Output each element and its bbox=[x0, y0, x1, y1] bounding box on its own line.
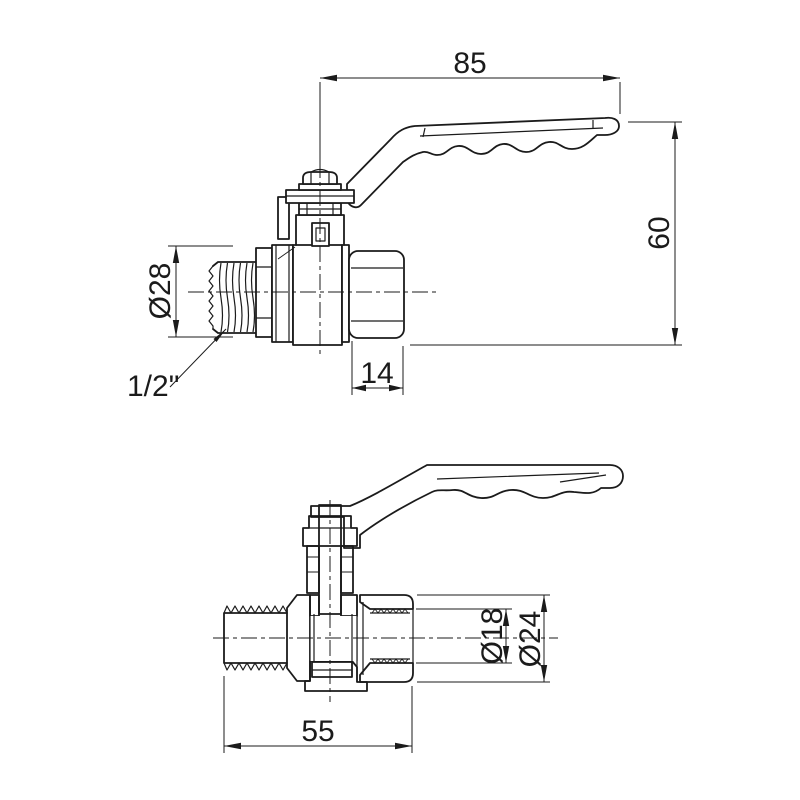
handle bbox=[346, 116, 620, 209]
handle-section bbox=[310, 464, 624, 549]
dim-coupling-length: 14 bbox=[351, 341, 404, 395]
section-view: 55 Ø18 Ø24 bbox=[213, 464, 624, 753]
dim-text-o18: Ø18 bbox=[476, 608, 509, 665]
arrowhead bbox=[352, 384, 366, 392]
gland-ring bbox=[340, 545, 354, 594]
arrowhead bbox=[320, 74, 337, 82]
thread-crest-edge bbox=[208, 265, 214, 329]
arrowhead bbox=[224, 742, 241, 750]
thread-line bbox=[218, 262, 224, 333]
dim-outlet-diameter: Ø24 bbox=[417, 594, 550, 683]
handle-fold-line bbox=[436, 472, 607, 483]
side-view-valve bbox=[188, 116, 620, 356]
outlet-bottom-wall bbox=[359, 662, 414, 683]
thread-line bbox=[244, 262, 250, 333]
thread-size-text: 1/2" bbox=[127, 370, 179, 403]
thread-line bbox=[238, 262, 243, 333]
arrowhead bbox=[540, 665, 548, 682]
thread-line bbox=[231, 262, 237, 333]
dim-handle-length: 85 bbox=[319, 47, 621, 170]
thread-line bbox=[225, 262, 230, 333]
side-view: 85 60 Ø28 14 1 bbox=[127, 47, 682, 403]
arrowhead bbox=[603, 74, 620, 82]
body-wall bbox=[309, 594, 320, 617]
leader-arrowhead bbox=[213, 329, 226, 342]
valve-body bbox=[292, 244, 343, 346]
dim-text-85: 85 bbox=[453, 47, 486, 80]
arrowhead bbox=[540, 595, 548, 612]
dim-overall-height: 60 bbox=[410, 121, 682, 346]
gland-ring bbox=[306, 545, 320, 594]
dim-text-60: 60 bbox=[643, 216, 676, 249]
internal-thread-bottom bbox=[371, 658, 409, 664]
arrowhead bbox=[172, 246, 180, 263]
bracket-hook bbox=[277, 196, 290, 240]
thread-teeth-bottom bbox=[223, 662, 288, 671]
thread-line bbox=[250, 262, 256, 333]
body-wall bbox=[340, 594, 358, 617]
section-valve bbox=[213, 464, 624, 702]
body-bottom-wall bbox=[304, 660, 368, 692]
female-coupling bbox=[348, 250, 405, 339]
thread-size-callout: 1/2" bbox=[127, 328, 227, 403]
arrowhead bbox=[671, 122, 679, 139]
dim-overall-length: 55 bbox=[223, 676, 413, 753]
handle-fold-line bbox=[419, 127, 604, 137]
dim-text-14: 14 bbox=[360, 357, 393, 390]
packing-nut-section bbox=[302, 515, 358, 547]
arrowhead bbox=[389, 384, 403, 392]
arrowhead bbox=[172, 320, 180, 337]
thread-teeth-top bbox=[223, 605, 288, 614]
arrowhead bbox=[671, 328, 679, 345]
dim-text-o24: Ø24 bbox=[514, 611, 547, 668]
arrowhead bbox=[502, 609, 510, 626]
dim-flange-diameter: Ø28 bbox=[144, 245, 233, 338]
outlet-top-wall bbox=[359, 594, 414, 610]
dim-text-55: 55 bbox=[301, 715, 334, 748]
stem-section bbox=[318, 504, 342, 615]
arrowhead bbox=[395, 742, 412, 750]
dim-bore-diameter: Ø18 bbox=[416, 608, 512, 665]
dim-text-o28: Ø28 bbox=[144, 263, 177, 320]
internal-thread-top bbox=[371, 608, 409, 614]
left-flange bbox=[271, 244, 294, 343]
arrowhead bbox=[502, 646, 510, 663]
